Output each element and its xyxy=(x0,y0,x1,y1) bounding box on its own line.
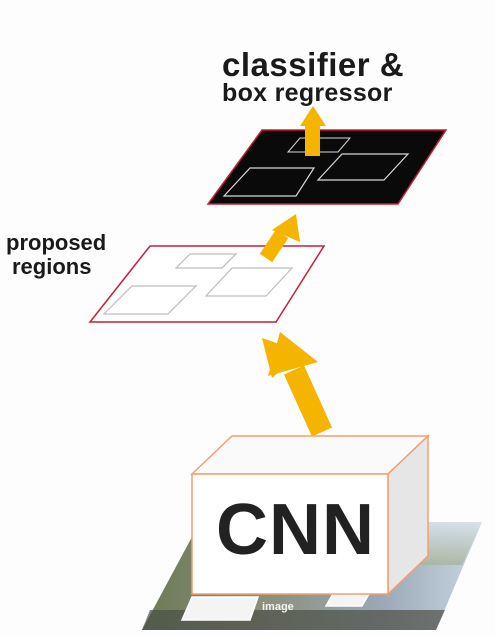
image-region-box-1 xyxy=(180,596,260,621)
cnn-box xyxy=(190,434,430,596)
regions-label: regions xyxy=(12,254,92,279)
cnn-box-top xyxy=(190,435,430,475)
feature-box-1 xyxy=(286,137,352,153)
feature-map-plane xyxy=(206,129,448,205)
box-regressor-label: box regressor xyxy=(222,79,393,107)
proposed-label: proposed xyxy=(6,230,107,255)
cnn-label: CNN xyxy=(216,490,375,570)
proposed-regions-plane xyxy=(88,245,326,323)
arrow-head-top xyxy=(300,106,326,126)
arrow-cnn-to-proposals xyxy=(262,332,333,437)
proposal-box-2 xyxy=(204,267,294,297)
arrow-to-classifier xyxy=(300,106,326,156)
arrow-shaft-top xyxy=(305,124,320,156)
classifier-label: classifier & xyxy=(222,46,405,83)
feature-box-2 xyxy=(316,153,410,181)
image-caption: image xyxy=(262,601,294,613)
feature-map-outline xyxy=(206,129,448,205)
arrow-proposals-to-classifier xyxy=(259,214,300,263)
cnn-box-front xyxy=(191,473,389,595)
proposal-box-1 xyxy=(174,253,238,269)
feature-box-3 xyxy=(222,167,316,197)
proposal-box-3 xyxy=(102,285,198,315)
